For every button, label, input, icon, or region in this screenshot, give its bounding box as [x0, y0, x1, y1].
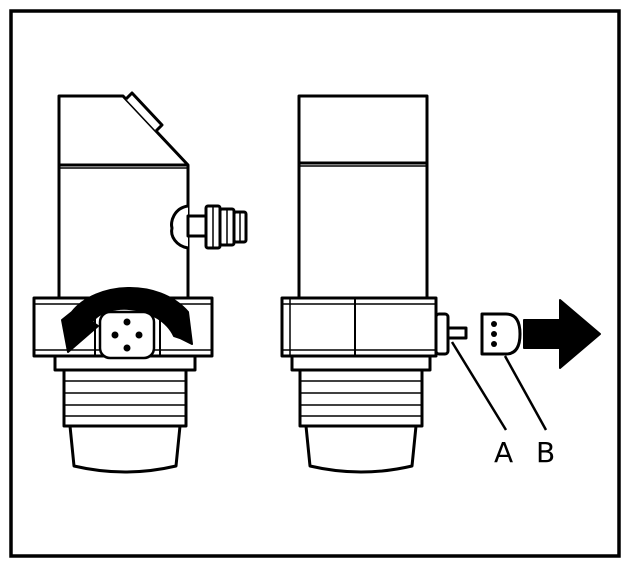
right-hex-nut [280, 296, 438, 358]
left-socket [98, 310, 156, 360]
right-housing [297, 94, 429, 300]
label-a: A [494, 436, 513, 469]
curved-arrow-icon [61, 287, 193, 353]
right-arrow-icon [523, 299, 601, 369]
left-tip [68, 424, 182, 474]
cap-b [480, 312, 522, 356]
left-thread [62, 368, 188, 428]
right-sensor [280, 94, 522, 474]
label-b: B [536, 436, 555, 469]
leader-line-b [503, 355, 548, 431]
left-top-tab [124, 91, 164, 133]
right-tip [304, 424, 418, 474]
cap-b-pins [491, 321, 497, 347]
right-thread [298, 368, 424, 428]
left-side-connector-dome [170, 204, 189, 250]
leader-line-a [450, 341, 508, 431]
socket-a [434, 312, 450, 356]
